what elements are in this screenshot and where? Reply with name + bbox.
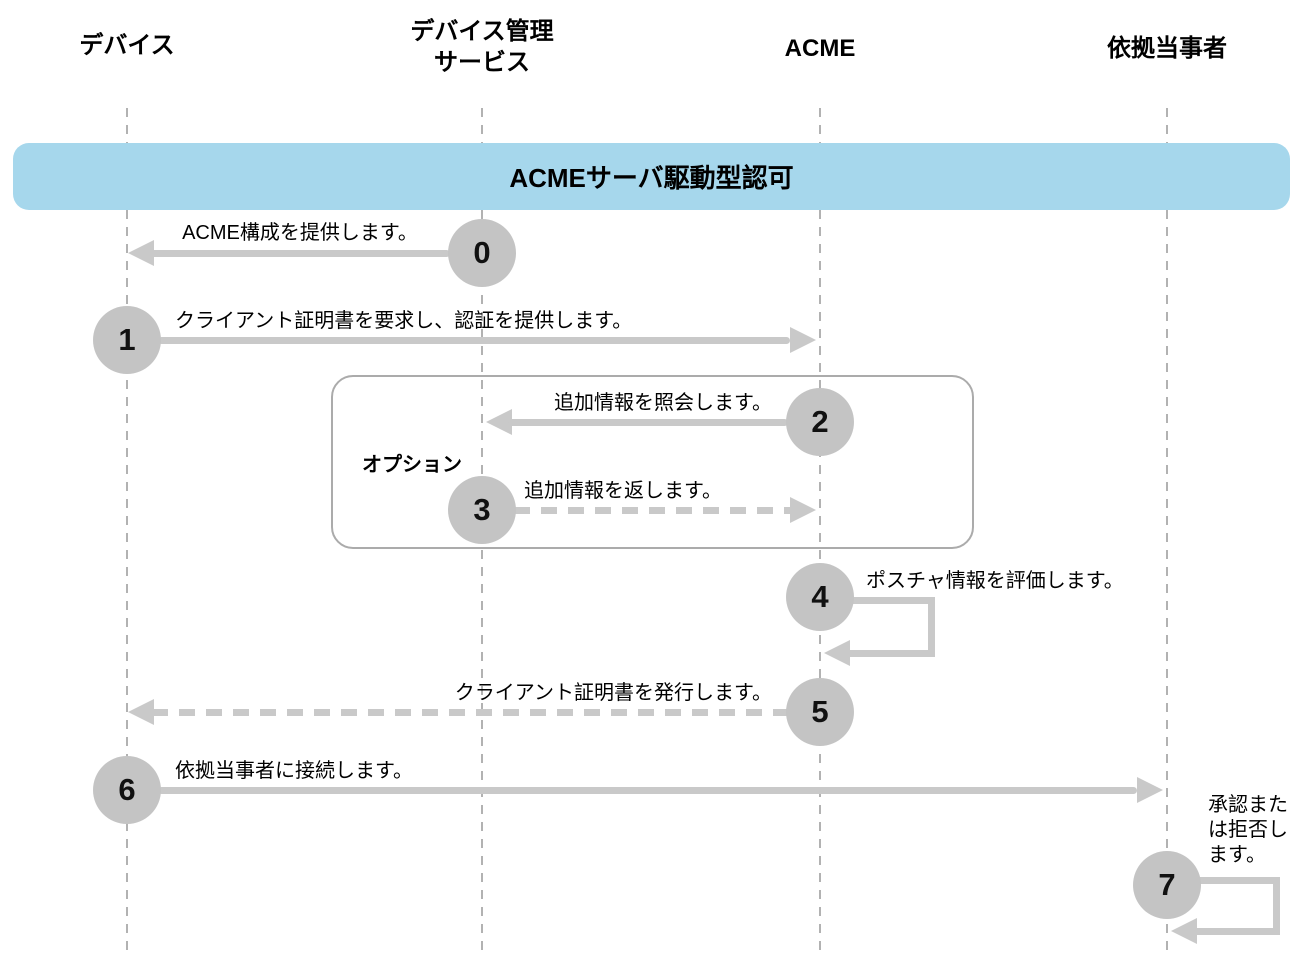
lifeline-relying-party: [1166, 108, 1168, 958]
step-circle-0: 0: [448, 219, 516, 287]
message-label-3: 追加情報を返します。: [524, 480, 722, 502]
self-loop-step-4: [848, 597, 935, 657]
title-banner: ACMEサーバ駆動型認可: [13, 143, 1290, 210]
step-circle-2: 2: [786, 388, 854, 456]
arrow-step-0: [150, 250, 450, 257]
message-label-0: ACME構成を提供します。: [182, 222, 418, 244]
step-circle-5: 5: [786, 678, 854, 746]
message-label-2: 追加情報を照会します。: [554, 392, 772, 414]
step-circle-3: 3: [448, 476, 516, 544]
lifeline-device: [126, 108, 128, 958]
optional-group-label: オプション: [362, 454, 462, 476]
arrow-step-3: [514, 507, 790, 514]
message-label-5: クライアント証明書を発行します。: [454, 682, 772, 704]
self-loop-step-7: [1195, 877, 1280, 935]
arrowhead-left-icon: [486, 409, 512, 435]
message-label-6: 依拠当事者に接続します。: [175, 760, 413, 782]
step-circle-6: 6: [93, 756, 161, 824]
arrowhead-left-icon: [128, 699, 154, 725]
lifeline-acme: [819, 108, 821, 958]
message-label-4: ポスチャ情報を評価します。: [866, 570, 1124, 592]
arrow-step-1: [158, 337, 790, 344]
message-label-7: 承認または拒否します。: [1208, 794, 1288, 866]
arrow-step-5: [152, 709, 788, 716]
actor-acme: ACME: [784, 35, 856, 62]
arrowhead-right-icon: [790, 497, 816, 523]
step-circle-7: 7: [1133, 851, 1201, 919]
arrow-step-6: [158, 787, 1137, 794]
actor-device-management-service: デバイス管理 サービス: [410, 18, 554, 77]
actor-device: デバイス: [79, 32, 175, 59]
actor-relying-party: 依拠当事者: [1107, 35, 1227, 62]
diagram-title: ACMEサーバ駆動型認可: [509, 163, 794, 193]
step-circle-4: 4: [786, 563, 854, 631]
arrowhead-left-icon: [128, 240, 154, 266]
message-label-1: クライアント証明書を要求し、認証を提供します。: [175, 310, 633, 332]
step-circle-1: 1: [93, 306, 161, 374]
arrowhead-left-icon: [824, 640, 850, 666]
arrowhead-left-icon: [1171, 918, 1197, 944]
optional-group-box: [331, 375, 974, 549]
arrowhead-right-icon: [1137, 777, 1163, 803]
arrowhead-right-icon: [790, 327, 816, 353]
arrow-step-2: [508, 419, 788, 426]
